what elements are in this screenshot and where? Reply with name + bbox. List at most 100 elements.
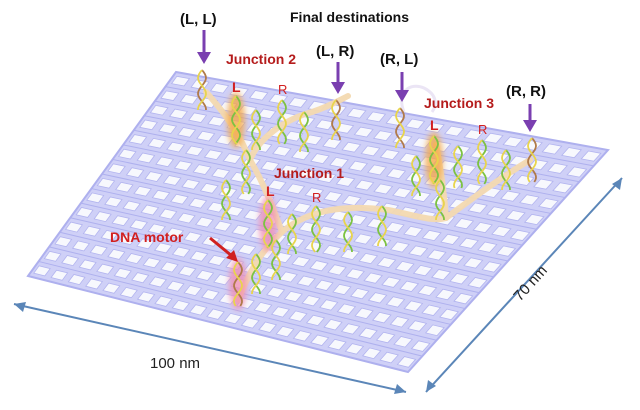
origami-cell <box>187 112 208 123</box>
origami-cell <box>358 327 378 339</box>
origami-row-line <box>27 275 409 373</box>
origami-cell <box>385 296 406 308</box>
origami-cell <box>54 236 73 248</box>
origami-cell <box>421 229 442 242</box>
track-junction3-right <box>443 157 533 221</box>
origami-cell <box>332 283 352 296</box>
junction-2-right-label: R <box>278 82 287 97</box>
origami-cell <box>292 330 312 342</box>
junction-1-left-label: L <box>266 183 275 199</box>
origami-cell <box>185 145 205 157</box>
origami-cell <box>93 211 112 223</box>
motor-track <box>203 84 533 303</box>
origami-cell <box>170 75 191 87</box>
origami-cell <box>412 264 433 277</box>
origami-cell <box>523 213 545 226</box>
origami-cell <box>316 172 337 184</box>
origami-cell <box>43 250 62 262</box>
origami-cell <box>219 239 239 251</box>
origami-cell <box>340 323 361 335</box>
origami-row-line <box>70 217 466 310</box>
origami-cell <box>327 338 347 351</box>
origami-cell <box>173 160 193 172</box>
origami-cell <box>142 257 162 269</box>
origami-cell <box>196 130 216 142</box>
origami-cell <box>113 267 132 279</box>
origami-cell <box>270 306 291 318</box>
origami-cell <box>375 331 396 344</box>
origami-cell <box>396 356 417 368</box>
origami-cell <box>140 204 160 216</box>
motor-pointer-arrow <box>209 236 238 262</box>
origami-row-line <box>175 71 609 151</box>
origami-cell <box>33 265 51 277</box>
origami-cell <box>403 300 424 312</box>
origami-cell <box>151 189 171 201</box>
origami-cell <box>183 231 203 243</box>
junction-3-right-label: R <box>478 122 487 137</box>
origami-cell <box>283 290 303 303</box>
origami-cell <box>160 261 179 273</box>
diagram-title: Final destinations <box>290 9 409 25</box>
origami-cell <box>86 192 105 204</box>
origami-cell <box>533 178 554 190</box>
origami-cell <box>323 191 343 203</box>
origami-cell <box>502 136 524 148</box>
origami-cell <box>124 253 144 265</box>
origami-cell <box>100 229 119 241</box>
origami-cell <box>85 278 104 290</box>
origami-cell <box>389 241 410 253</box>
destination-label-rr: (R, R) <box>506 83 546 100</box>
origami-row-line <box>133 129 551 214</box>
origami-cell <box>275 325 295 338</box>
origami-cell <box>322 138 343 149</box>
origami-cell <box>240 317 260 329</box>
origami-cell <box>199 182 219 194</box>
origami-cell <box>301 295 321 307</box>
origami-cell <box>107 163 126 175</box>
origami-cell <box>491 225 512 238</box>
origami-cell <box>200 289 220 301</box>
origami-cell <box>162 175 182 186</box>
origami-cell <box>260 160 280 172</box>
destination-label-rl: (R, L) <box>380 51 418 68</box>
origami-cell <box>314 119 335 131</box>
origami-cell <box>181 178 201 190</box>
origami-cell <box>379 149 400 161</box>
width-dimension-label: 100 nm <box>150 355 200 372</box>
origami-cell <box>552 182 574 194</box>
origami-cell <box>122 200 141 212</box>
stator <box>251 253 261 295</box>
origami-cell <box>136 152 156 164</box>
origami-row-line <box>112 158 523 246</box>
junction-1-label: Junction 1 <box>274 165 344 181</box>
origami-cell <box>316 225 337 237</box>
origami-cell <box>224 205 245 217</box>
origami-cell <box>365 111 387 123</box>
origami-cell <box>272 145 292 157</box>
origami-cell <box>367 292 388 304</box>
origami-cell <box>314 279 334 291</box>
dna-motor-helix <box>229 258 247 310</box>
origami-cell <box>481 261 502 273</box>
origami-cell <box>389 316 410 328</box>
origami-cell <box>154 242 173 254</box>
junction-3-label: Junction 3 <box>424 95 494 111</box>
origami-cell <box>256 108 277 120</box>
origami-cell <box>283 130 304 142</box>
origami-cell <box>107 248 126 260</box>
origami-row-line <box>123 144 537 230</box>
origami-cell <box>188 304 208 316</box>
origami-cell <box>394 260 415 273</box>
origami-cell <box>495 245 517 257</box>
origami-cell <box>322 244 342 257</box>
origami-cell <box>195 269 215 281</box>
origami-cell <box>463 257 484 269</box>
origami-cell <box>291 149 311 161</box>
origami-cell <box>206 308 225 320</box>
origami-cell <box>154 295 173 307</box>
origami-cell <box>258 321 278 333</box>
origami-cell <box>392 187 413 199</box>
origami-row-line <box>91 188 494 278</box>
origami-cell <box>158 123 178 134</box>
